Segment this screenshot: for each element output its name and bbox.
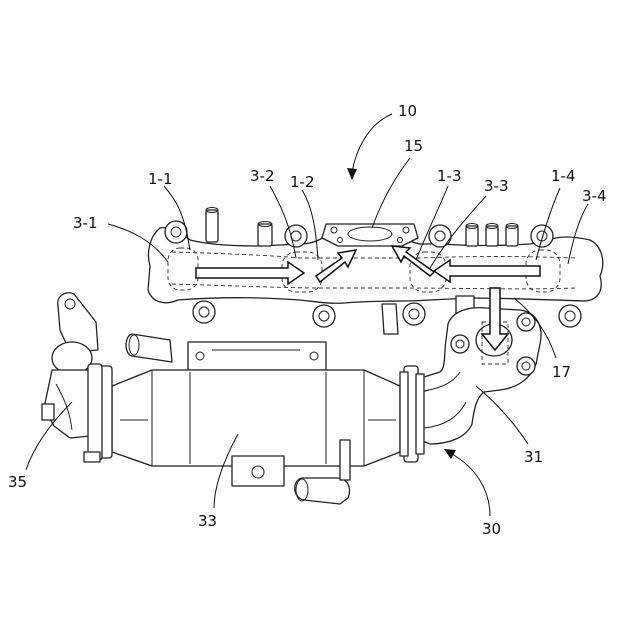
label-3-1: 3-1: [73, 214, 98, 232]
label-15: 15: [404, 137, 423, 155]
label-30: 30: [482, 520, 501, 538]
label-17: 17: [552, 363, 571, 381]
label-31: 31: [524, 448, 543, 466]
label-33: 33: [198, 512, 217, 530]
label-1-4: 1-4: [551, 167, 576, 185]
label-1-3: 1-3: [437, 167, 462, 185]
egr-pipe: [42, 293, 102, 462]
label-3-3: 3-3: [484, 177, 509, 195]
catalytic-converter: [96, 334, 408, 504]
label-3-4: 3-4: [582, 187, 607, 205]
label-10: 10: [398, 102, 417, 120]
label-35: 35: [8, 473, 27, 491]
label-3-2: 3-2: [250, 167, 275, 185]
turbine-elbow: [404, 308, 541, 462]
label-1-2: 1-2: [290, 173, 315, 191]
label-1-1: 1-1: [148, 170, 173, 188]
outlet-flange: [322, 224, 418, 246]
